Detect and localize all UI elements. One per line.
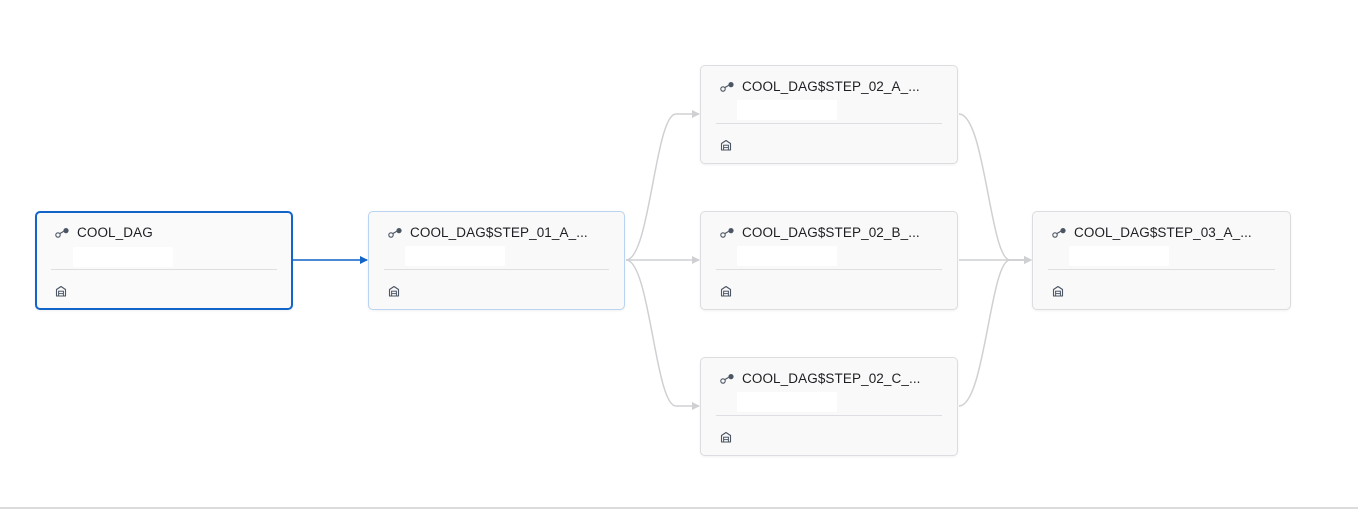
- node-title: COOL_DAG$STEP_02_B_...: [742, 225, 920, 240]
- node-title: COOL_DAG$STEP_03_A_...: [1074, 225, 1252, 240]
- warehouse-icon: [388, 285, 400, 297]
- node-footer: [55, 285, 67, 297]
- node-subtitle-redacted: [737, 246, 837, 266]
- node-subtitle-redacted: [405, 246, 505, 266]
- node-title: COOL_DAG$STEP_02_A_...: [742, 79, 920, 94]
- dag-node-cool-dag[interactable]: COOL_DAG: [35, 211, 293, 310]
- edge-step-01-a-to-step-02-a: [625, 110, 700, 261]
- panel-bottom-border: [0, 507, 1358, 509]
- warehouse-icon: [720, 431, 732, 443]
- dag-node-step-01-a[interactable]: COOL_DAG$STEP_01_A_...: [368, 211, 625, 310]
- dag-node-step-02-a[interactable]: COOL_DAG$STEP_02_A_...: [700, 65, 958, 164]
- warehouse-icon: [720, 285, 732, 297]
- node-header: COOL_DAG$STEP_01_A_...: [388, 225, 588, 240]
- node-header: COOL_DAG$STEP_02_B_...: [720, 225, 920, 240]
- node-footer: [720, 285, 732, 297]
- warehouse-icon: [1052, 285, 1064, 297]
- node-divider: [384, 269, 609, 270]
- dag-node-step-03-a[interactable]: COOL_DAG$STEP_03_A_...: [1032, 211, 1291, 310]
- task-icon: [720, 227, 734, 238]
- task-icon: [55, 227, 69, 238]
- warehouse-icon: [55, 285, 67, 297]
- node-divider: [1048, 269, 1275, 270]
- node-title: COOL_DAG$STEP_02_C_...: [742, 371, 921, 386]
- dag-node-step-02-c[interactable]: COOL_DAG$STEP_02_C_...: [700, 357, 958, 456]
- node-title: COOL_DAG: [77, 225, 153, 240]
- edge-step-02-a-to-step-03-a: [958, 113, 1032, 264]
- node-title: COOL_DAG$STEP_01_A_...: [410, 225, 588, 240]
- edge-step-01-a-to-step-02-c: [625, 259, 700, 410]
- node-header: COOL_DAG$STEP_03_A_...: [1052, 225, 1252, 240]
- task-icon: [720, 373, 734, 384]
- node-footer: [388, 285, 400, 297]
- node-divider: [716, 415, 942, 416]
- node-header: COOL_DAG$STEP_02_C_...: [720, 371, 921, 386]
- warehouse-icon: [720, 139, 732, 151]
- node-footer: [720, 431, 732, 443]
- task-icon: [720, 81, 734, 92]
- node-footer: [1052, 285, 1064, 297]
- dag-node-step-02-b[interactable]: COOL_DAG$STEP_02_B_...: [700, 211, 958, 310]
- node-divider: [716, 123, 942, 124]
- node-divider: [716, 269, 942, 270]
- task-icon: [388, 227, 402, 238]
- node-subtitle-redacted: [737, 392, 837, 412]
- node-subtitle-redacted: [1069, 246, 1169, 266]
- node-divider: [51, 269, 277, 270]
- node-subtitle-redacted: [73, 247, 173, 267]
- node-header: COOL_DAG$STEP_02_A_...: [720, 79, 920, 94]
- node-header: COOL_DAG: [55, 225, 153, 240]
- task-icon: [1052, 227, 1066, 238]
- edge-step-02-c-to-step-03-a: [958, 256, 1032, 407]
- node-footer: [720, 139, 732, 151]
- node-subtitle-redacted: [737, 100, 837, 120]
